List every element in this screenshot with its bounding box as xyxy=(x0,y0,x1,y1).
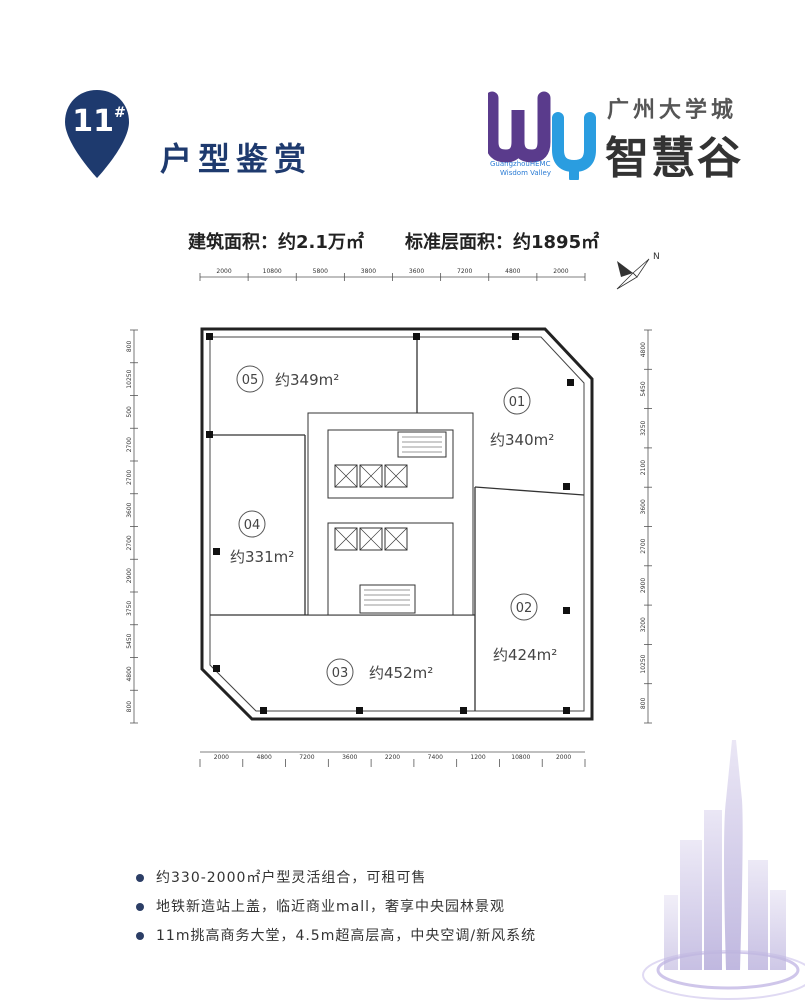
dimension-label: 10250 xyxy=(640,654,647,673)
feature-item: 地铁新造站上盖，临近商业mall，奢享中央园林景观 xyxy=(136,897,536,926)
logo-cn-small: 广州大学城 xyxy=(607,98,738,123)
feature-item: 约330-2000㎡户型灵活组合，可租可售 xyxy=(136,868,536,897)
dimension-label: 7200 xyxy=(457,268,472,275)
dimension-label: 5450 xyxy=(640,381,647,396)
dimension-label: 7200 xyxy=(299,754,314,761)
feature-item: 11m挑高商务大堂，4.5m超高层高，中央空调/新风系统 xyxy=(136,926,536,955)
unit-area: 约452m² xyxy=(369,664,433,682)
dimension-label: 3600 xyxy=(409,268,424,275)
bullet-icon xyxy=(136,932,144,940)
logo-english-line2: Wisdom Valley xyxy=(500,169,552,177)
dimension-label: 3600 xyxy=(342,754,357,761)
unit-number: 01 xyxy=(509,395,526,410)
dimension-label: 2100 xyxy=(640,460,647,475)
dimension-label: 2700 xyxy=(126,470,133,485)
unit-number: 05 xyxy=(242,373,259,388)
dimension-label: 7400 xyxy=(428,754,443,761)
north-label: N xyxy=(653,252,660,262)
dimension-label: 10250 xyxy=(126,369,133,388)
dimension-label: 10800 xyxy=(263,268,282,275)
dimension-label: 1200 xyxy=(470,754,485,761)
bullet-icon xyxy=(136,874,144,882)
dimension-label: 5800 xyxy=(313,268,328,275)
floor-plan: 2000 10800 5800 3800 3600 7200 4800 2000 2000 480… xyxy=(126,252,660,767)
building-area: 建筑面积：约2.1万㎡ xyxy=(188,232,364,253)
dimension-label: 800 xyxy=(640,697,647,709)
page-title: 户型鉴赏 xyxy=(160,140,313,178)
dimension-label: 4800 xyxy=(257,754,272,761)
dimension-label: 2900 xyxy=(126,568,133,583)
dimension-label: 3600 xyxy=(640,499,647,514)
dimension-label: 3750 xyxy=(126,601,133,616)
dimension-label: 4800 xyxy=(126,666,133,681)
unit-number: 03 xyxy=(332,666,349,681)
logo-cn-big: 智慧谷 xyxy=(605,133,743,184)
dimension-label: 2200 xyxy=(385,754,400,761)
dimension-label: 2000 xyxy=(214,754,229,761)
unit-number: 04 xyxy=(244,518,261,533)
dimension-label: 10800 xyxy=(511,754,530,761)
logo-english-line1: GuangzhouHEMC xyxy=(490,160,551,168)
dimension-label: 500 xyxy=(126,406,133,418)
dimension-label: 4800 xyxy=(640,342,647,357)
dimension-label: 2000 xyxy=(553,268,568,275)
dimension-label: 2000 xyxy=(216,268,231,275)
dimension-label: 3250 xyxy=(640,420,647,435)
dimension-label: 3600 xyxy=(126,502,133,517)
north-arrow-icon: N xyxy=(616,252,660,293)
dimension-label: 800 xyxy=(126,340,133,352)
dimension-label: 3200 xyxy=(640,617,647,632)
dimension-label: 5450 xyxy=(126,633,133,648)
dimension-label: 2900 xyxy=(640,578,647,593)
skyline-illustration xyxy=(642,740,805,1000)
dimension-label: 4800 xyxy=(505,268,520,275)
feature-list: 约330-2000㎡户型灵活组合，可租可售 地铁新造站上盖，临近商业mall，奢… xyxy=(136,868,536,955)
unit-area: 约340m² xyxy=(490,431,554,449)
dimension-label: 3800 xyxy=(361,268,376,275)
unit-area: 约424m² xyxy=(493,646,557,664)
dimension-label: 2700 xyxy=(126,437,133,452)
dimension-label: 2700 xyxy=(640,538,647,553)
unit-area: 约349m² xyxy=(275,371,339,389)
bullet-icon xyxy=(136,903,144,911)
building-number-badge: 11# xyxy=(72,104,126,139)
dimension-label: 2700 xyxy=(126,535,133,550)
wisdom-valley-logo xyxy=(488,91,596,180)
floor-area: 标准层面积：约1895㎡ xyxy=(405,232,600,253)
location-pin-icon xyxy=(65,90,129,178)
unit-number: 02 xyxy=(516,601,533,616)
unit-area: 约331m² xyxy=(230,548,294,566)
dimension-label: 2000 xyxy=(556,754,571,761)
dimension-label: 800 xyxy=(126,701,133,713)
